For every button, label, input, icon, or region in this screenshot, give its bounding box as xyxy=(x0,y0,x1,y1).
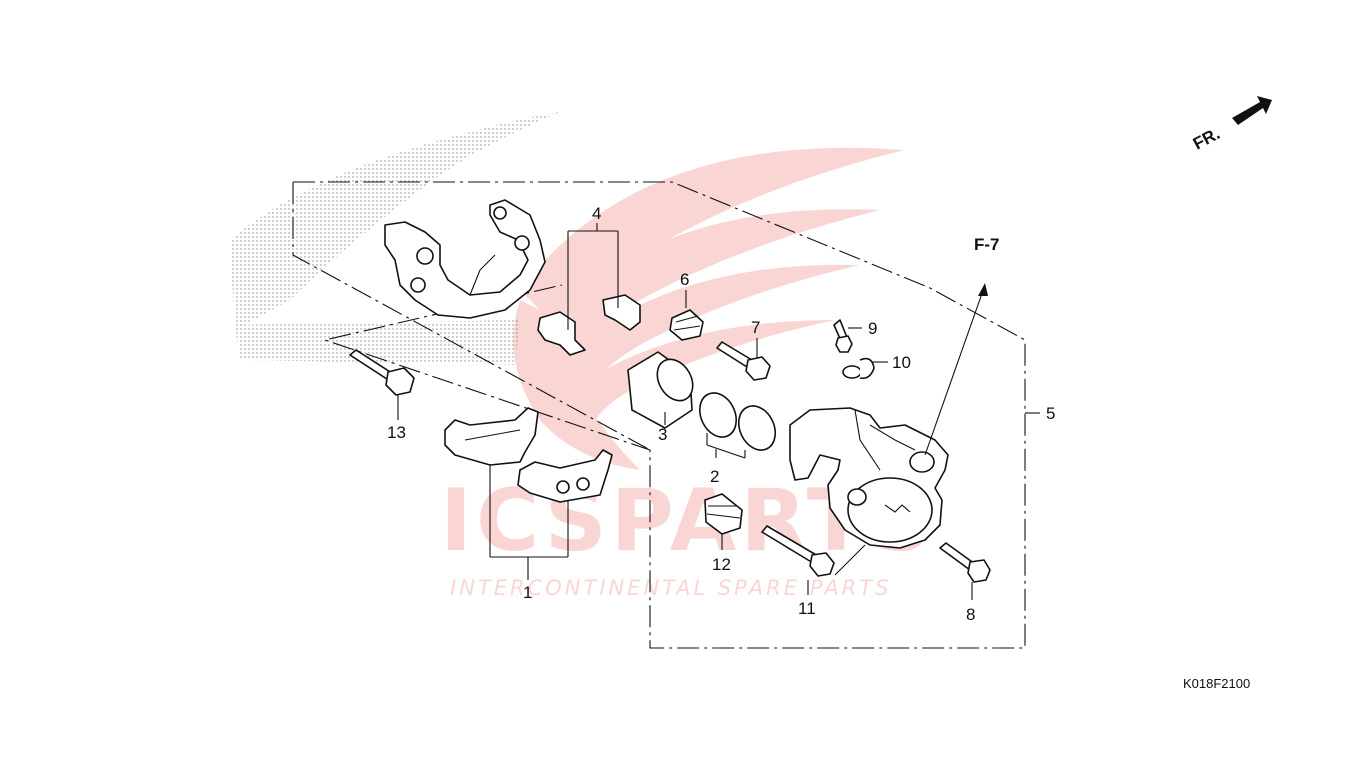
boot-6 xyxy=(669,290,704,341)
leader-4 xyxy=(567,223,619,330)
bleeder-cap-10 xyxy=(842,357,888,380)
dotted-wing-icon xyxy=(230,112,560,365)
label-part-2: 2 xyxy=(710,467,719,486)
part-labels: 1 2 3 4 5 6 7 8 9 10 11 12 13 xyxy=(387,204,1055,624)
bleeder-valve-9 xyxy=(833,319,862,353)
bolt-8 xyxy=(939,542,991,600)
pin-7 xyxy=(716,338,771,381)
label-part-1: 1 xyxy=(523,583,532,602)
label-part-11: 11 xyxy=(798,599,816,618)
label-part-8: 8 xyxy=(966,605,975,624)
label-part-3: 3 xyxy=(658,425,667,444)
watermark-tagline: INTERCONTINENTAL SPARE PARTS xyxy=(450,576,891,600)
label-part-6: 6 xyxy=(680,270,689,289)
label-part-5: 5 xyxy=(1046,404,1055,423)
piston xyxy=(627,351,694,429)
label-part-9: 9 xyxy=(868,319,877,338)
label-part-10: 10 xyxy=(892,353,911,372)
leader-1 xyxy=(489,465,569,580)
label-part-13: 13 xyxy=(387,423,406,442)
label-part-4: 4 xyxy=(592,204,601,223)
caliper-body xyxy=(789,407,949,549)
bolt-13 xyxy=(349,349,415,420)
direction-label: FR. xyxy=(1190,124,1223,154)
caliper-assembly-outline xyxy=(292,181,1040,649)
caliper-bracket xyxy=(384,199,546,319)
diagram-code: K018F2100 xyxy=(1183,676,1250,691)
brake-pads xyxy=(444,407,613,503)
boot-12 xyxy=(704,493,743,550)
front-direction-arrow-icon: FR. xyxy=(1190,96,1272,154)
label-part-12: 12 xyxy=(712,555,731,574)
pin-11 xyxy=(761,525,866,595)
f7-reference-arrow xyxy=(924,283,988,456)
label-part-7: 7 xyxy=(751,318,760,337)
reference-label: F-7 xyxy=(974,235,1000,254)
piston-seals xyxy=(698,392,777,459)
watermark: ICSPARTS INTERCONTINENTAL SPARE PARTS xyxy=(440,147,931,600)
